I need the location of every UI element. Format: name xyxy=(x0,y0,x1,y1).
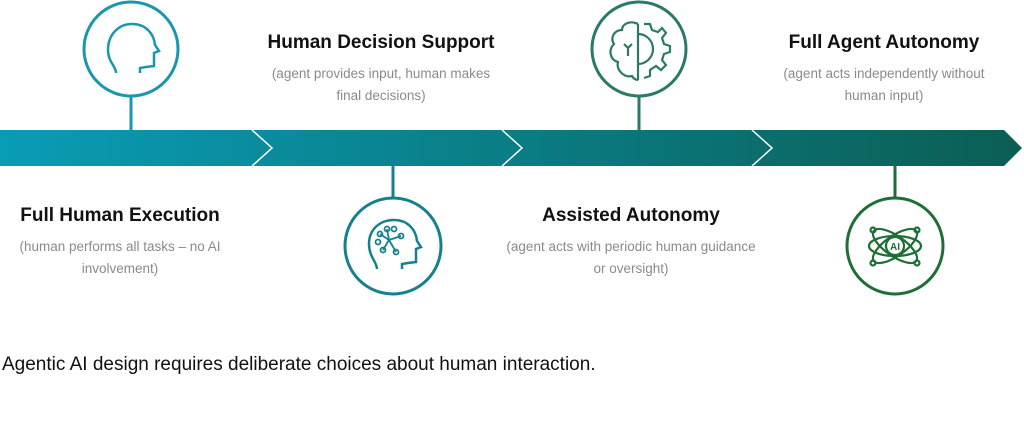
stage-title-full-agent-autonomy: Full Agent Autonomy xyxy=(788,32,980,53)
stage-description: (agent acts with periodic human guidance… xyxy=(506,239,756,276)
stage-description: (agent provides input, human makes final… xyxy=(271,66,491,103)
ai-label: AI xyxy=(890,242,900,253)
human-head-icon xyxy=(82,0,180,130)
ai-atom-icon: AI xyxy=(845,166,945,296)
stage-title-full-human-execution: Full Human Execution xyxy=(20,205,220,226)
head-network-icon xyxy=(343,166,443,296)
chevron-dividers xyxy=(251,129,774,167)
brain-gear-icon xyxy=(590,0,688,130)
stage-title-assisted-autonomy: Assisted Autonomy xyxy=(542,205,720,226)
stage-description: (human performs all tasks – no AI involv… xyxy=(19,239,221,276)
stage-description: (agent acts independently without human … xyxy=(783,66,985,103)
timeline-arrow-bar xyxy=(0,130,1022,166)
stage-title-human-decision-support: Human Decision Support xyxy=(267,32,495,53)
caption: Agentic AI design requires deliberate ch… xyxy=(2,354,596,375)
